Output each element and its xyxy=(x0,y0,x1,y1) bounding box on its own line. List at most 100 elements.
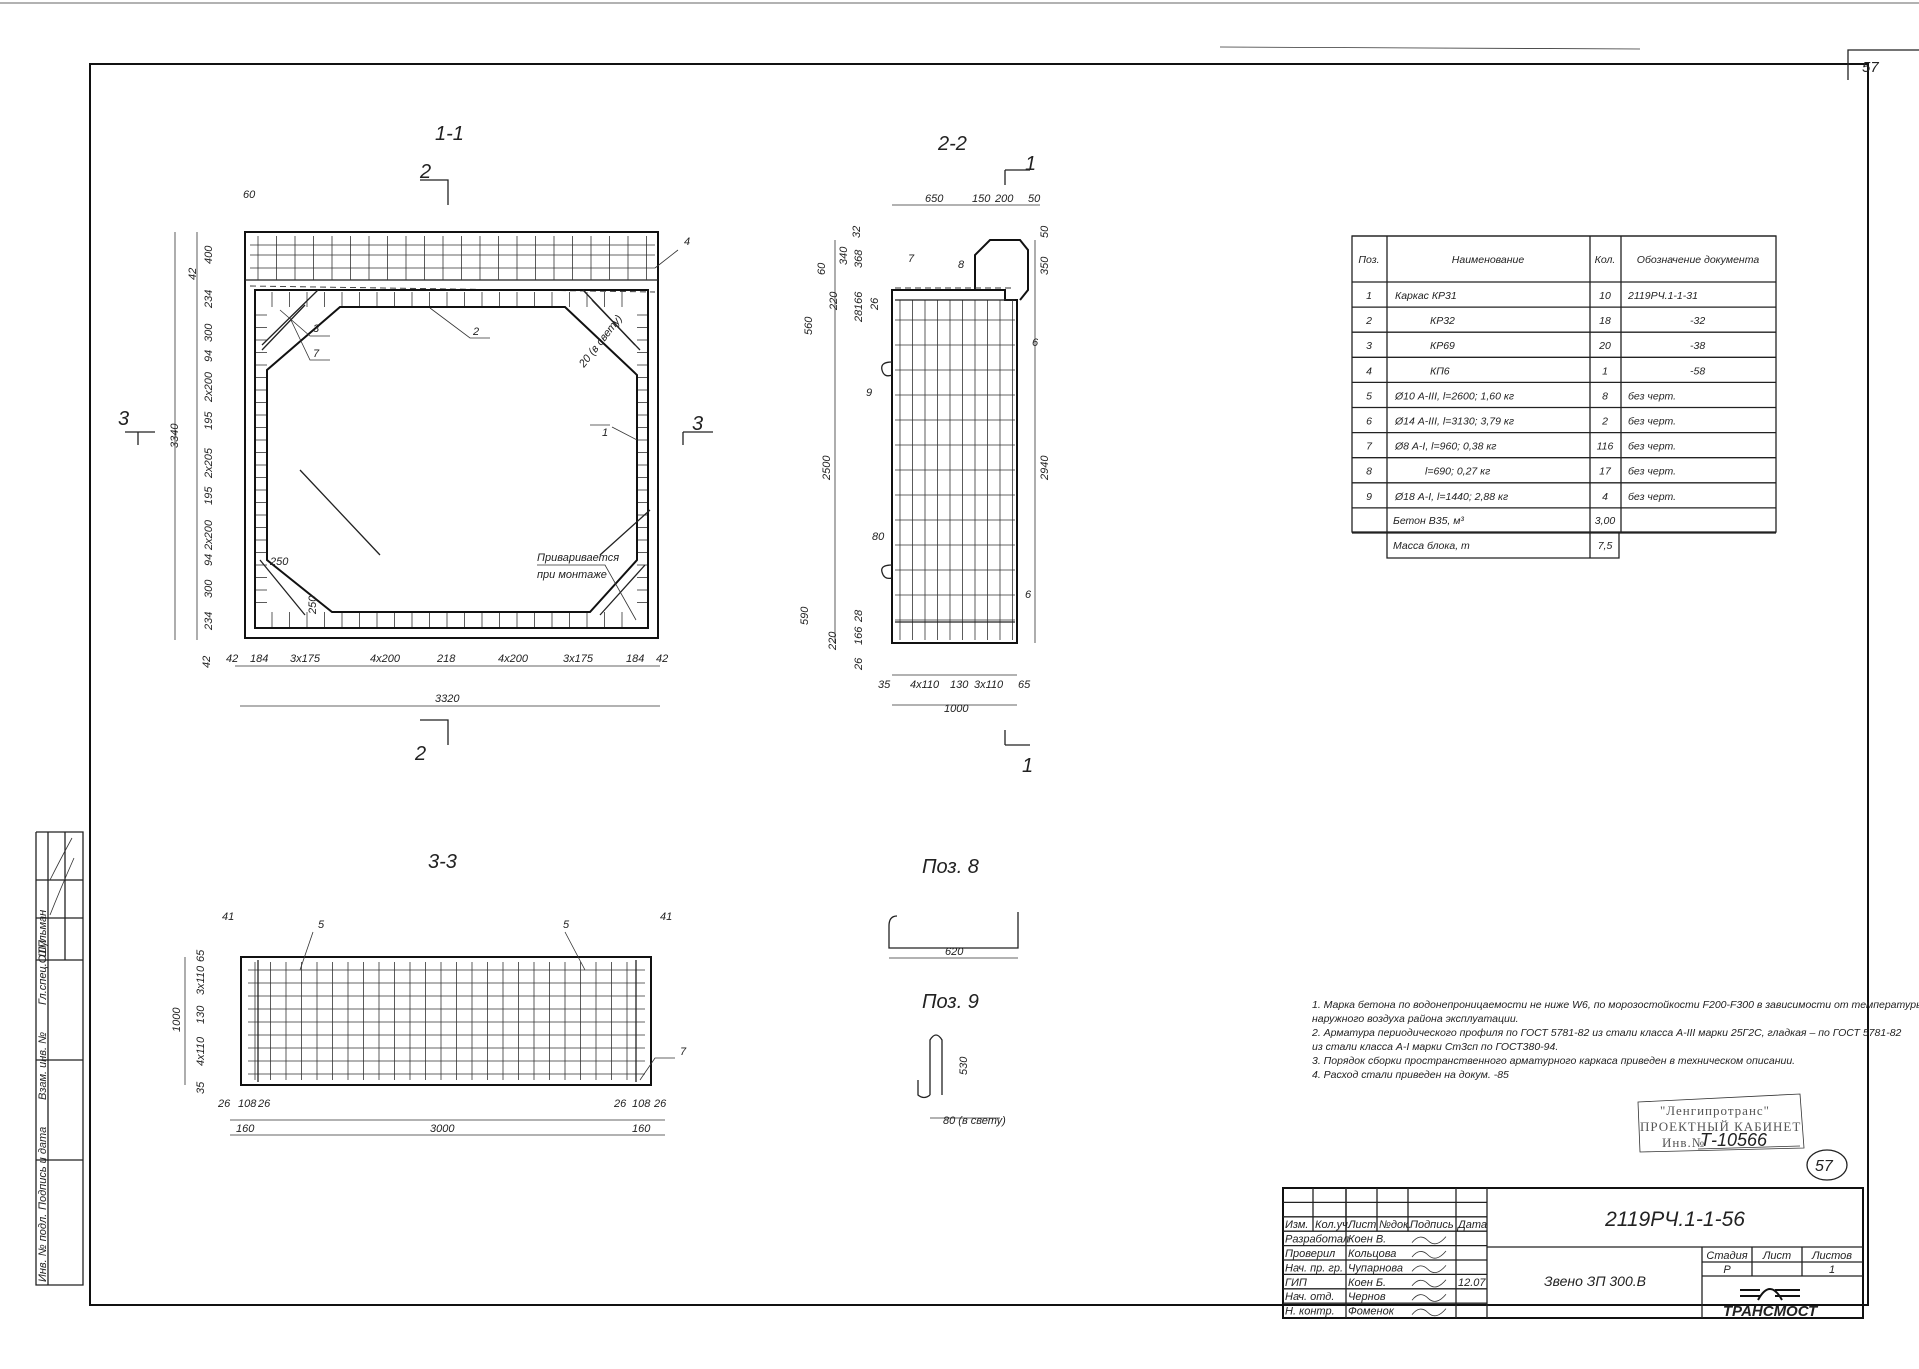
dim: 166 xyxy=(853,626,865,645)
dim: 184 xyxy=(626,653,644,665)
cell-qty: 18 xyxy=(1599,315,1611,327)
dim: 200 xyxy=(994,193,1014,205)
cell-name: КР69 xyxy=(1430,340,1455,352)
concrete-name: Бетон В35, м³ xyxy=(1393,515,1464,527)
callout: 8 xyxy=(958,259,965,271)
mass-name: Масса блока, т xyxy=(1393,540,1470,552)
tb-header: Кол.уч. xyxy=(1315,1219,1351,1231)
stamp-line: ПРОЕКТНЫЙ КАБИНЕТ xyxy=(1640,1119,1801,1134)
dim: 530 xyxy=(958,1056,970,1075)
dim: 50 xyxy=(1028,193,1041,205)
cell-pos: 8 xyxy=(1366,466,1372,478)
weld-note: Приваривается xyxy=(537,552,619,564)
dim: 26 xyxy=(613,1098,627,1110)
circled-number: 57 xyxy=(1815,1158,1834,1175)
cell-doc: без черт. xyxy=(1628,466,1676,478)
cell-name: КР32 xyxy=(1430,315,1455,327)
cell-qty: 8 xyxy=(1602,390,1608,402)
dim: 32 xyxy=(851,226,863,238)
section-title: 3-3 xyxy=(428,851,457,873)
dim: 184 xyxy=(250,653,268,665)
tb-person: Чупарнова xyxy=(1348,1262,1403,1274)
cell-pos: 1 xyxy=(1366,290,1372,302)
dim: 160 xyxy=(632,1123,651,1135)
dim: 130 xyxy=(950,679,969,691)
note-line: наружного воздуха района эксплуатации. xyxy=(1312,1013,1519,1025)
dim: 234 xyxy=(203,290,215,309)
pos9-detail: Поз. 9 530 80 (в свету) xyxy=(917,991,1006,1127)
dim: 4x110 xyxy=(195,1036,207,1066)
cell-doc: без черт. xyxy=(1628,416,1676,428)
dim: 26 xyxy=(653,1098,667,1110)
dim: 2500 xyxy=(821,455,833,481)
callout: 7 xyxy=(908,253,915,265)
dim-overall-width: 3320 xyxy=(435,693,460,705)
cell-qty: 1 xyxy=(1602,365,1608,377)
dim: 26 xyxy=(869,297,881,311)
stage-header: Листов xyxy=(1811,1250,1852,1262)
cell-pos: 4 xyxy=(1366,365,1372,377)
cell-pos: 6 xyxy=(1366,416,1372,428)
dim: 80 (в свету) xyxy=(943,1115,1006,1127)
callout: 3 xyxy=(313,323,320,335)
stamp-line: "Ленгипротранс" xyxy=(1660,1103,1770,1118)
section-1-1: 1-1 3340 400 42 234 300 94 2x200 195 2x2… xyxy=(118,123,713,765)
dim: 160 xyxy=(236,1123,255,1135)
section-mark: 1 xyxy=(1025,153,1036,175)
dim: 350 xyxy=(1039,256,1051,275)
top-dims: 650 150 200 50 xyxy=(925,193,1041,205)
cell-pos: 3 xyxy=(1366,340,1372,352)
dim: 300 xyxy=(203,579,215,598)
sheets-value: 1 xyxy=(1829,1264,1835,1276)
callout: 2 xyxy=(472,326,479,338)
dim: 3000 xyxy=(430,1123,455,1135)
cell-name: Ø8 А-I, l=960; 0,38 кг xyxy=(1394,441,1496,453)
transmost-logo: ТРАНСМОСТ xyxy=(1723,1288,1819,1320)
dim-overall-width: 1000 xyxy=(944,703,969,715)
side-strip: Гл.спец.ОТП Шульман Взам. инв. № Подпись… xyxy=(35,831,84,1286)
dim: 590 xyxy=(799,606,811,625)
stage-header: Лист xyxy=(1762,1250,1791,1262)
signature xyxy=(1411,1250,1447,1259)
cell-name: Ø18 А-I, l=1440; 2,88 кг xyxy=(1394,491,1508,503)
dim: 41 xyxy=(660,911,672,923)
dim: 218 xyxy=(436,653,456,665)
dim-overall-height: 3340 xyxy=(169,423,181,448)
stamp-label: Инв.№ xyxy=(1662,1135,1705,1150)
notes: 1. Марка бетона по водонепроницаемости н… xyxy=(1311,999,1919,1081)
cell-doc: -32 xyxy=(1690,315,1705,327)
dim: 35 xyxy=(195,1081,207,1094)
dim: 2x200 xyxy=(203,519,215,551)
section-mark: 3 xyxy=(692,413,703,435)
archive-stamp: "Ленгипротранс" ПРОЕКТНЫЙ КАБИНЕТ Инв.№ … xyxy=(1637,1093,1848,1181)
signature xyxy=(1411,1308,1447,1317)
cell-pos: 9 xyxy=(1366,491,1372,503)
tb-person: Чернов xyxy=(1348,1291,1386,1303)
left-dims: 400 42 234 300 94 2x200 195 2x205 195 2x… xyxy=(187,245,215,668)
dim-overall-height: 1000 xyxy=(171,1007,183,1032)
dim-top: 60 xyxy=(243,189,256,201)
dim: 340 xyxy=(838,246,850,265)
callout: 6 xyxy=(1025,589,1032,601)
signature xyxy=(1411,1236,1447,1245)
tb-person: Коен Б. xyxy=(1348,1277,1386,1289)
bottom-dims: 35 4x110 130 3x110 65 xyxy=(878,679,1031,691)
sheet-frame xyxy=(0,2,1919,1306)
section-mark: 3 xyxy=(118,408,129,430)
weld-note: при монтаже xyxy=(537,569,607,581)
cell-qty: 4 xyxy=(1602,491,1608,503)
section-mark: 2 xyxy=(419,161,431,183)
dim: 108 xyxy=(632,1098,651,1110)
drawing-designation: 2119РЧ.1-1-56 xyxy=(1604,1208,1745,1231)
tb-header: №док. xyxy=(1379,1219,1411,1231)
tb-person: Кольцова xyxy=(1348,1248,1396,1260)
section-title: 2-2 xyxy=(937,133,967,155)
section-mark: 2 xyxy=(414,743,426,765)
right-dims: 50 350 2940 xyxy=(1039,225,1051,481)
dim: 26 xyxy=(217,1098,231,1110)
dim: 234 xyxy=(203,612,215,631)
signature xyxy=(1411,1279,1447,1288)
cell-qty: 10 xyxy=(1599,290,1611,302)
